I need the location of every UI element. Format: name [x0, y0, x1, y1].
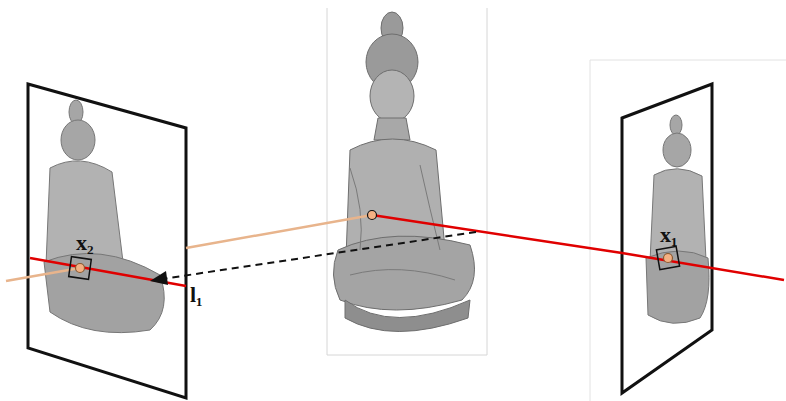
match-window: [656, 246, 679, 269]
image-point: [76, 264, 85, 273]
point-label: x₁: [660, 224, 678, 246]
photo-frame: [327, 8, 328, 355]
photo-frame: [590, 60, 786, 61]
projection-ray: [186, 215, 372, 248]
line-label: l₁: [190, 284, 203, 306]
match-window: [69, 257, 92, 280]
projection-ray: [372, 215, 622, 253]
image-point: [664, 254, 673, 263]
buddha-view: [44, 100, 164, 333]
photo-frame: [327, 355, 487, 356]
projection-ray: [622, 253, 784, 280]
epipolar-line: [30, 258, 186, 286]
arrow-head: [150, 271, 168, 285]
photo-frame: [487, 8, 488, 355]
point-label: x₂: [76, 232, 94, 254]
scene-point: [368, 211, 377, 220]
image-plane: [28, 84, 186, 398]
buddha-statue: [333, 12, 474, 332]
image-plane: [622, 84, 712, 393]
buddha-view: [646, 115, 709, 323]
mapping-arrow: [162, 232, 476, 279]
photo-frame: [590, 60, 591, 401]
